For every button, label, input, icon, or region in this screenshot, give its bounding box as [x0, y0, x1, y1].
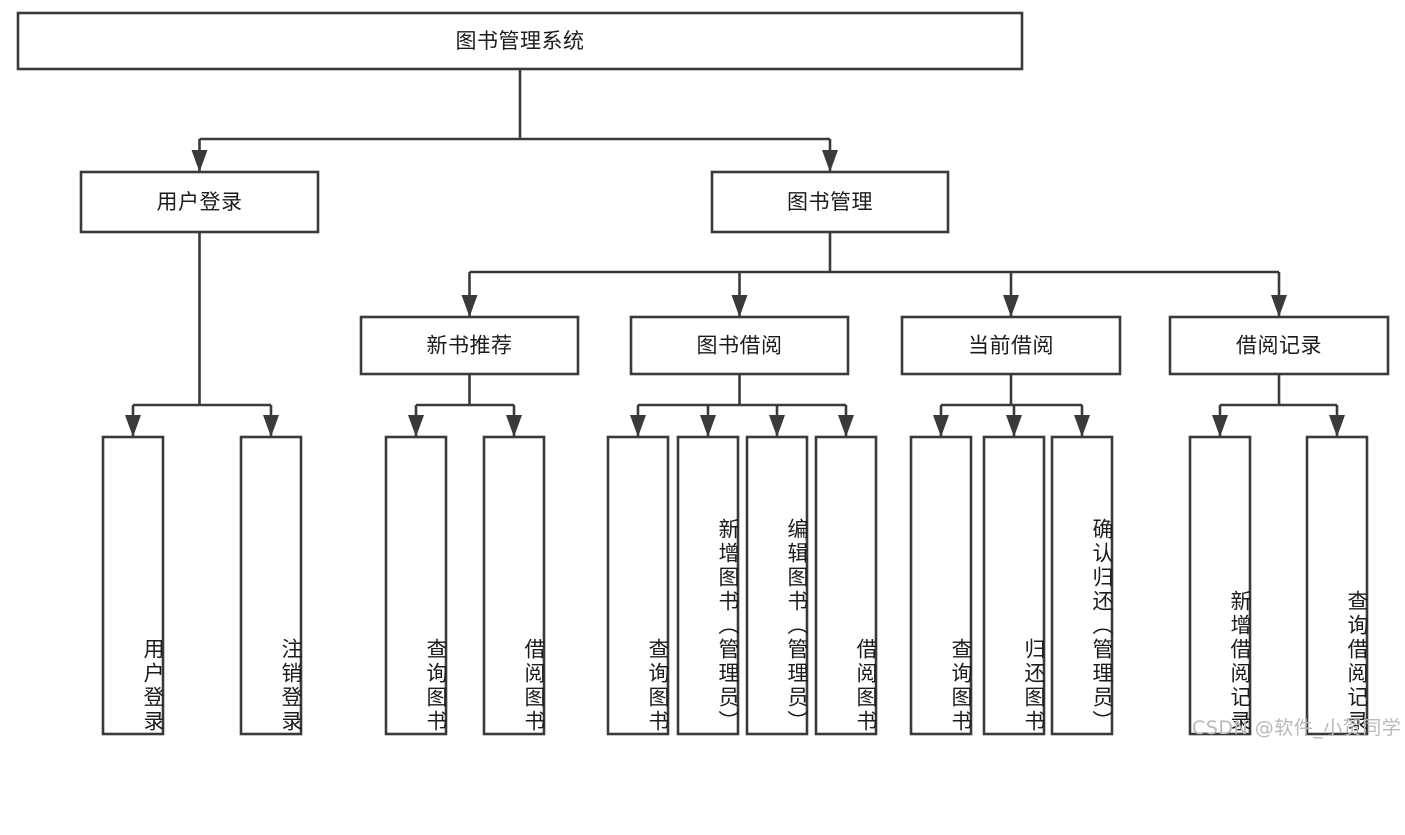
arrow-leaf-query-book-borrow [630, 415, 646, 437]
node-box-current-borrow[interactable] [900, 315, 1122, 376]
node-label-current-borrow: 当前借阅 [968, 334, 1054, 358]
node-box-leaf-user-login[interactable] [101, 435, 165, 736]
node-box-leaf-query-book-current[interactable] [909, 435, 973, 736]
connector-layer [125, 69, 1345, 437]
node-box-leaf-borrow-book-recommend[interactable] [482, 435, 546, 736]
node-label-borrow-record: 借阅记录 [1236, 334, 1322, 358]
node-label-new-book-recommend: 新书推荐 [427, 334, 513, 358]
node-box-leaf-logout[interactable] [239, 435, 303, 736]
node-box-borrow-record[interactable] [1168, 315, 1390, 376]
arrow-leaf-confirm-return [1074, 415, 1090, 437]
node-box-leaf-add-borrow-record[interactable] [1188, 435, 1252, 736]
arrow-book-borrow [731, 295, 748, 317]
arrow-book-management [822, 150, 838, 172]
node-label-book-borrow: 图书借阅 [697, 334, 783, 358]
node-label-book-management: 图书管理 [787, 190, 873, 214]
arrow-leaf-borrow-book-recommend [506, 415, 522, 437]
node-label-user-login: 用户登录 [157, 190, 243, 214]
arrow-leaf-add-borrow-record [1212, 415, 1228, 437]
node-box-leaf-edit-book[interactable] [745, 435, 809, 736]
arrow-leaf-edit-book [769, 415, 785, 437]
arrow-user-login [191, 150, 208, 172]
arrow-leaf-user-login [125, 415, 141, 437]
arrow-leaf-query-book-current [933, 415, 949, 437]
node-box-leaf-borrow-book[interactable] [814, 435, 878, 736]
arrow-leaf-borrow-book [838, 415, 854, 437]
node-box-layer [16, 11, 1390, 736]
arrow-leaf-return-book [1006, 415, 1022, 437]
arrow-leaf-query-borrow-record [1329, 415, 1345, 437]
node-box-new-book-recommend[interactable] [359, 315, 580, 376]
node-box-root[interactable] [16, 11, 1024, 71]
node-box-book-borrow[interactable] [629, 315, 850, 376]
node-box-leaf-query-book-recommend[interactable] [384, 435, 448, 736]
arrow-leaf-query-book-recommend [408, 415, 424, 437]
arrow-borrow-record [1271, 295, 1287, 317]
node-box-leaf-query-book-borrow[interactable] [606, 435, 670, 736]
node-box-leaf-confirm-return[interactable] [1050, 435, 1114, 736]
arrow-current-borrow [1003, 295, 1019, 317]
node-box-user-login[interactable] [79, 170, 320, 234]
node-box-book-management[interactable] [710, 170, 950, 234]
node-box-leaf-return-book[interactable] [982, 435, 1046, 736]
arrow-new-book-recommend [461, 295, 478, 317]
flowchart-canvas: 图书管理系统用户登录图书管理新书推荐图书借阅当前借阅借阅记录 用户登录注销登录查… [16, 11, 1402, 739]
arrow-leaf-logout [263, 415, 279, 437]
csdn-watermark: CSDN @软件_小贺同学 [1192, 717, 1402, 739]
node-box-leaf-query-borrow-record[interactable] [1305, 435, 1369, 736]
node-label-root: 图书管理系统 [456, 29, 585, 53]
node-box-leaf-add-book[interactable] [676, 435, 740, 736]
arrow-leaf-add-book [700, 415, 716, 437]
